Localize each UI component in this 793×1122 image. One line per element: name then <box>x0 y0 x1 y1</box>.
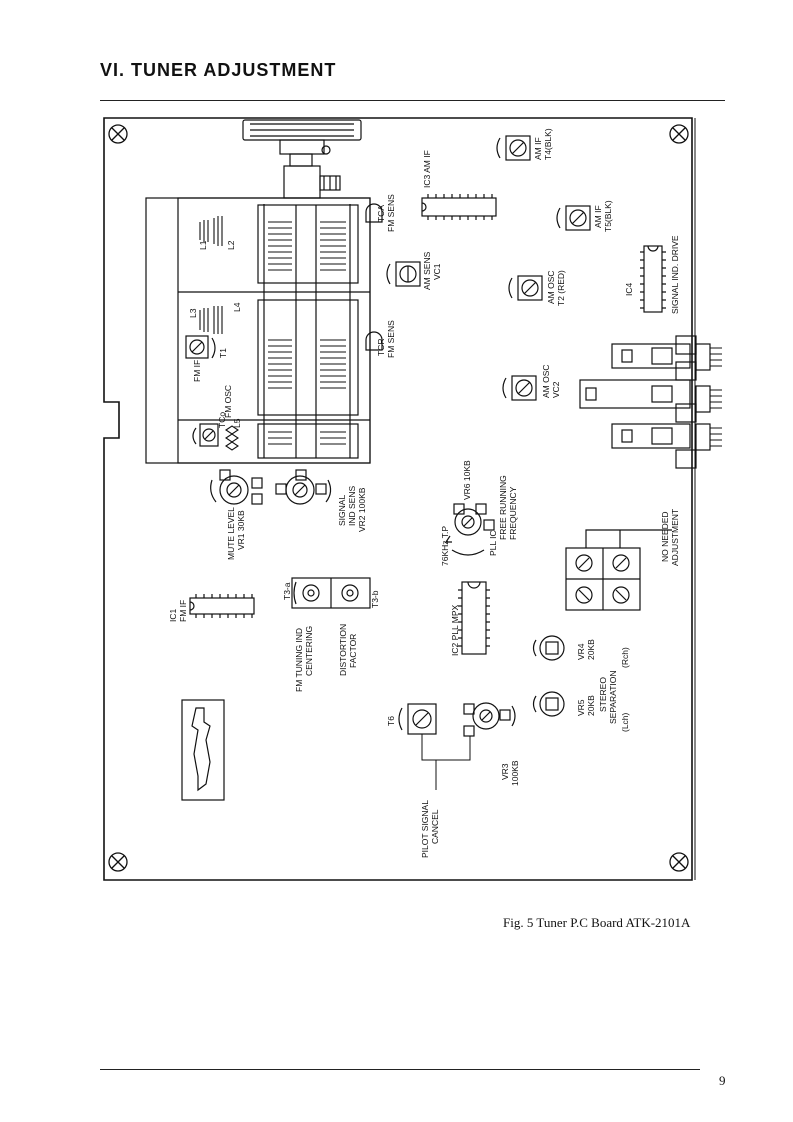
label-t3b: T3-b <box>370 590 380 608</box>
label-am-sens-1: AM SENS <box>422 251 432 290</box>
page-number: 9 <box>719 1073 726 1088</box>
label-vr5-1: VR5 <box>576 699 586 716</box>
tcr-trimmer-icon <box>365 331 383 351</box>
label-fm-tuning-2: CENTERING <box>304 626 314 676</box>
label-vr3-2: 100KB <box>510 760 520 786</box>
am-if-t5-coil-icon <box>556 205 591 231</box>
am-if-t4-coil-icon <box>496 135 531 161</box>
vr1-mute-level-pot-icon <box>210 469 263 505</box>
label-tcr: TCR <box>376 339 386 356</box>
label-ic2: IC2 PLL MPX <box>450 604 460 656</box>
label-l1: L1 <box>198 240 208 250</box>
label-ic3: IC3 AM IF <box>422 150 432 188</box>
label-signal-ind-2: IND SENS <box>347 486 357 526</box>
label-distortion-1: DISTORTION <box>338 624 348 676</box>
page-title: VI. TUNER ADJUSTMENT <box>100 60 337 80</box>
vr2-signal-ind-sens-pot-icon <box>275 469 332 505</box>
label-am-osc-t2-2: T2 (RED) <box>556 270 566 306</box>
no-needed-adjustment-block <box>565 529 672 611</box>
am-sens-vc1-trimmer-icon <box>386 261 421 287</box>
label-fm-osc: FM OSC <box>223 385 233 418</box>
label-am-sens-2: VC1 <box>432 263 442 280</box>
label-l5: L5 <box>232 418 242 428</box>
label-l3: L3 <box>188 308 198 318</box>
antenna-spring-block <box>181 699 225 801</box>
tuning-gang-capacitor <box>145 197 371 464</box>
fm-if-t1-trimmer-icon <box>185 335 216 359</box>
label-signal-ind-drive: SIGNAL IND. DRIVE <box>670 235 680 314</box>
vr5-separation-pot-icon <box>532 691 565 717</box>
label-t1: T1 <box>218 348 228 358</box>
label-vr3-1: VR3 <box>500 763 510 780</box>
am-osc-t2-coil-icon <box>508 275 543 301</box>
label-no-needed-2: ADJUSTMENT <box>670 509 680 566</box>
label-76khz: 76KHz T.P <box>440 526 450 566</box>
pilot-signal-lead-lines <box>421 734 471 790</box>
label-group: TCA FM SENS IC3 AM IF AM IF T4(BLK) AM I… <box>168 128 680 858</box>
label-am-if-t4-1: AM IF <box>533 137 543 160</box>
label-fm-sens-top: FM SENS <box>386 194 396 232</box>
vr3-pilot-cancel-pot-icon <box>463 702 516 737</box>
vr4-separation-pot-icon <box>532 635 565 661</box>
label-stereo-2: SEPARATION <box>608 670 618 724</box>
label-pll-3: FREQUENCY <box>508 486 518 540</box>
label-stereo-3: (Lch) <box>620 712 630 732</box>
label-tca: TCA <box>376 205 386 222</box>
coil-icon <box>199 216 239 451</box>
label-tco: TCo <box>217 412 227 428</box>
label-am-if-t5-1: AM IF <box>593 205 603 228</box>
label-no-needed-1: NO NEEDED <box>660 511 670 562</box>
label-l2: L2 <box>226 240 236 250</box>
label-mute-level-2: VR1 30KB <box>236 510 246 550</box>
ic3-chip <box>421 194 497 220</box>
jack-connector <box>579 335 711 469</box>
label-pll-1: PLL IC <box>488 530 498 556</box>
label-am-if-t5-2: T5(BLK) <box>603 200 613 232</box>
label-fm-if: FM IF <box>192 360 202 382</box>
label-signal-ind-3: VR2 100KB <box>357 487 367 532</box>
label-am-if-t4-2: T4(BLK) <box>543 128 553 160</box>
label-pilot-1: PILOT SIGNAL <box>420 800 430 858</box>
label-fm-tuning-1: FM TUNING IND <box>294 628 304 692</box>
tuning-pulley <box>242 119 362 199</box>
label-vr6: VR6 10KB <box>462 460 472 500</box>
jack-pins <box>710 347 722 447</box>
label-pilot-2: CANCEL <box>430 809 440 844</box>
label-vr5-2: 20KB <box>586 695 596 716</box>
label-ic1-1: IC1 <box>168 609 178 623</box>
corner-screw-icon <box>108 124 689 872</box>
t6-coil-icon <box>398 703 437 735</box>
am-osc-vc2-trimmer-icon <box>502 375 537 401</box>
label-stereo-1: STEREO <box>598 677 608 712</box>
bottom-rule <box>100 1069 700 1070</box>
label-mute-level-1: MUTE LEVEL <box>226 507 236 560</box>
top-rule <box>100 100 725 101</box>
label-am-osc-vc2-2: VC2 <box>551 381 561 398</box>
label-am-osc-t2-1: AM OSC <box>546 270 556 304</box>
ic1-chip <box>189 594 255 618</box>
label-am-osc-vc2-1: AM OSC <box>541 364 551 398</box>
label-t3a: T3-a <box>282 582 292 600</box>
label-stereo-4: (Rch) <box>620 647 630 668</box>
ic4-chip <box>640 245 666 313</box>
ic2-chip <box>458 581 490 655</box>
label-distortion-2: FACTOR <box>348 634 358 668</box>
label-t6: T6 <box>386 716 396 726</box>
label-vr4-2: 20KB <box>586 639 596 660</box>
capacitor-plates <box>268 221 346 445</box>
label-fm-sens-mid: FM SENS <box>386 320 396 358</box>
vr6-pll-free-running-pot-icon <box>444 503 495 556</box>
label-ic4: IC4 <box>624 283 634 297</box>
label-pll-2: FREE RUNNING <box>498 475 508 540</box>
label-signal-ind-1: SIGNAL <box>337 495 347 526</box>
figure-caption: Fig. 5 Tuner P.C Board ATK-2101A <box>503 915 691 930</box>
label-vr4-1: VR4 <box>576 643 586 660</box>
label-l4: L4 <box>232 302 242 312</box>
tca-trimmer-icon <box>365 203 383 223</box>
board-outline <box>103 117 693 881</box>
label-ic1-2: FM IF <box>178 600 188 622</box>
tco-trimmer-icon <box>192 423 219 447</box>
t3-coil-block <box>291 577 371 609</box>
